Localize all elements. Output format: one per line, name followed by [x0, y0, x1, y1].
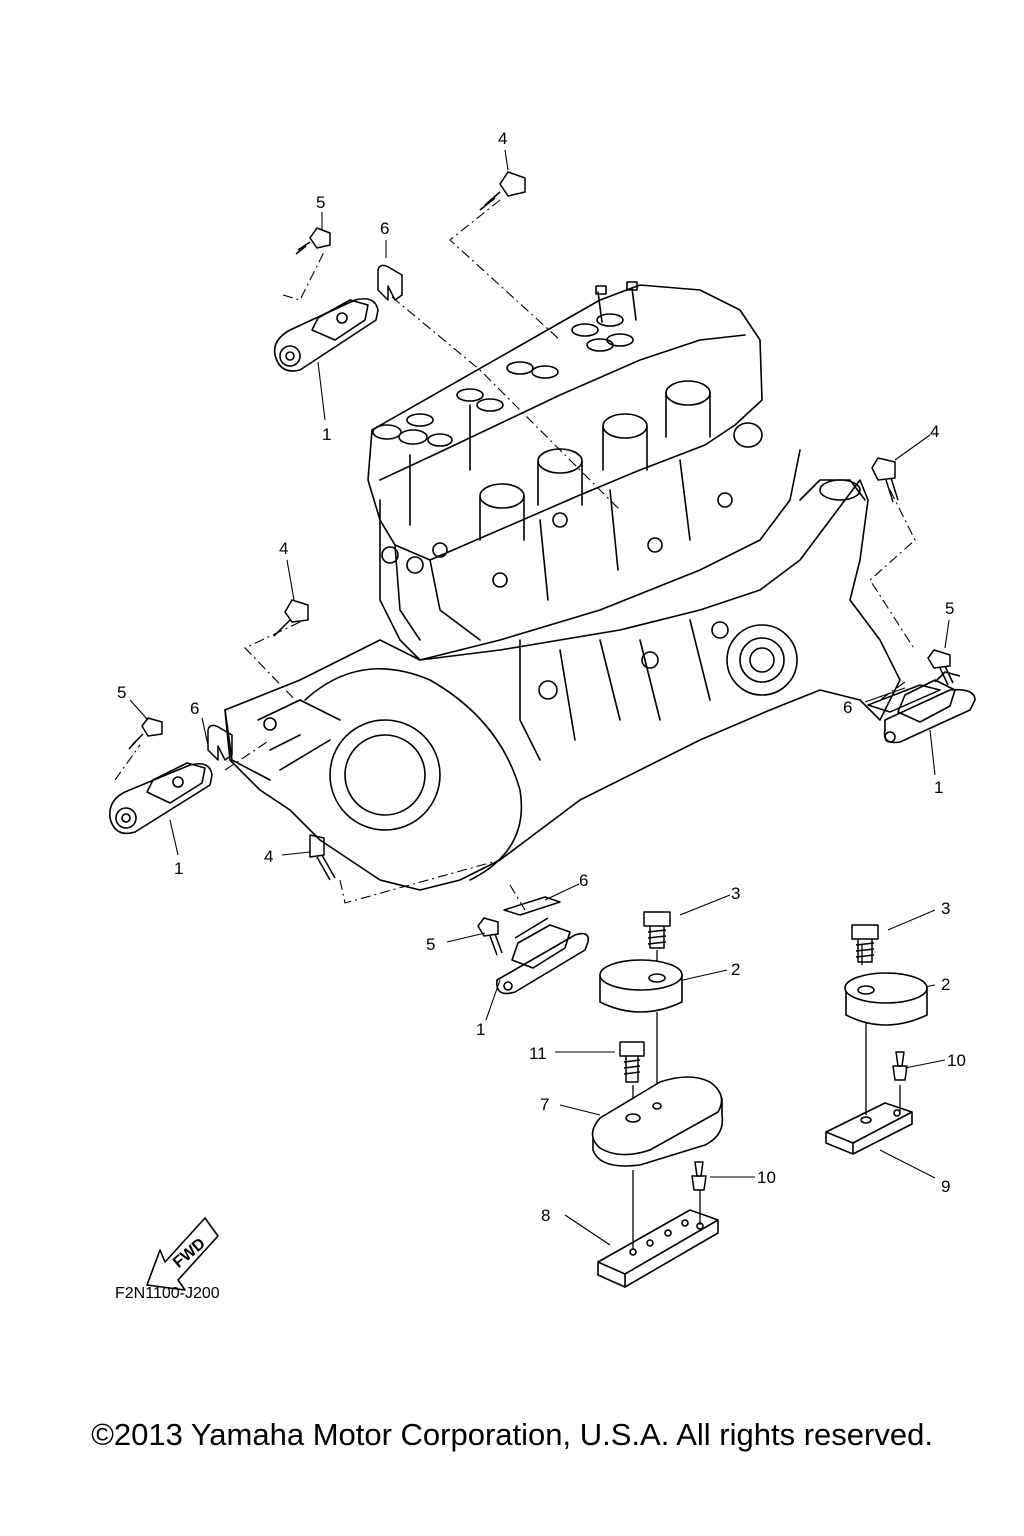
engine-block [224, 281, 901, 891]
copyright-notice: ©2013 Yamaha Motor Corporation, U.S.A. A… [91, 1417, 933, 1452]
callout-5-right: 5 [945, 599, 954, 618]
callout-8: 8 [541, 1206, 550, 1225]
callout-2-left: 2 [731, 960, 740, 979]
engine-mount-lower-left [108, 762, 213, 835]
callout-10-lower: 10 [757, 1168, 776, 1187]
bracket-lower [597, 1209, 719, 1288]
bracket-right [825, 1102, 913, 1155]
callout-10-right: 10 [947, 1051, 966, 1070]
callout-6-left: 6 [190, 699, 199, 718]
callout-5-left: 5 [117, 683, 126, 702]
engine-mount-upper-left [273, 297, 379, 372]
callout-6-right: 6 [843, 698, 852, 717]
rubber-mount-right [844, 972, 928, 1026]
callout-3-left: 3 [731, 884, 740, 903]
engine-mount-right [883, 671, 976, 744]
fwd-arrow-icon: FWD [146, 1217, 219, 1291]
rubber-mount-left [599, 959, 683, 1013]
callout-5-lower: 5 [426, 935, 435, 954]
callout-2-right: 2 [941, 975, 950, 994]
callout-7: 7 [540, 1095, 549, 1114]
callout-6-lower: 6 [579, 871, 588, 890]
callout-numbers: 4 5 6 1 4 4 5 6 1 5 6 1 4 6 5 1 3 2 3 2 … [117, 129, 966, 1225]
engine-mount-bottom [496, 917, 590, 995]
callout-1-lower: 1 [476, 1020, 485, 1039]
mount-plate [591, 1076, 724, 1167]
callout-9: 9 [941, 1177, 950, 1196]
bolts [128, 171, 954, 1191]
callout-1-right: 1 [934, 778, 943, 797]
callout-4-right: 4 [930, 422, 939, 441]
callout-1-top: 1 [322, 425, 331, 444]
leader-lines [114, 199, 916, 911]
callout-3-right: 3 [941, 899, 950, 918]
callout-11: 11 [529, 1044, 547, 1063]
callout-leaders [129, 149, 950, 1246]
callout-4-lower: 4 [264, 847, 273, 866]
shims [207, 264, 941, 916]
callout-4-left: 4 [279, 539, 288, 558]
drawing-code: F2N1100-J200 [115, 1285, 220, 1302]
callout-5-top: 5 [316, 193, 325, 212]
callout-6-top: 6 [380, 219, 389, 238]
callout-1-left: 1 [174, 859, 183, 878]
callout-4-top: 4 [498, 129, 507, 148]
